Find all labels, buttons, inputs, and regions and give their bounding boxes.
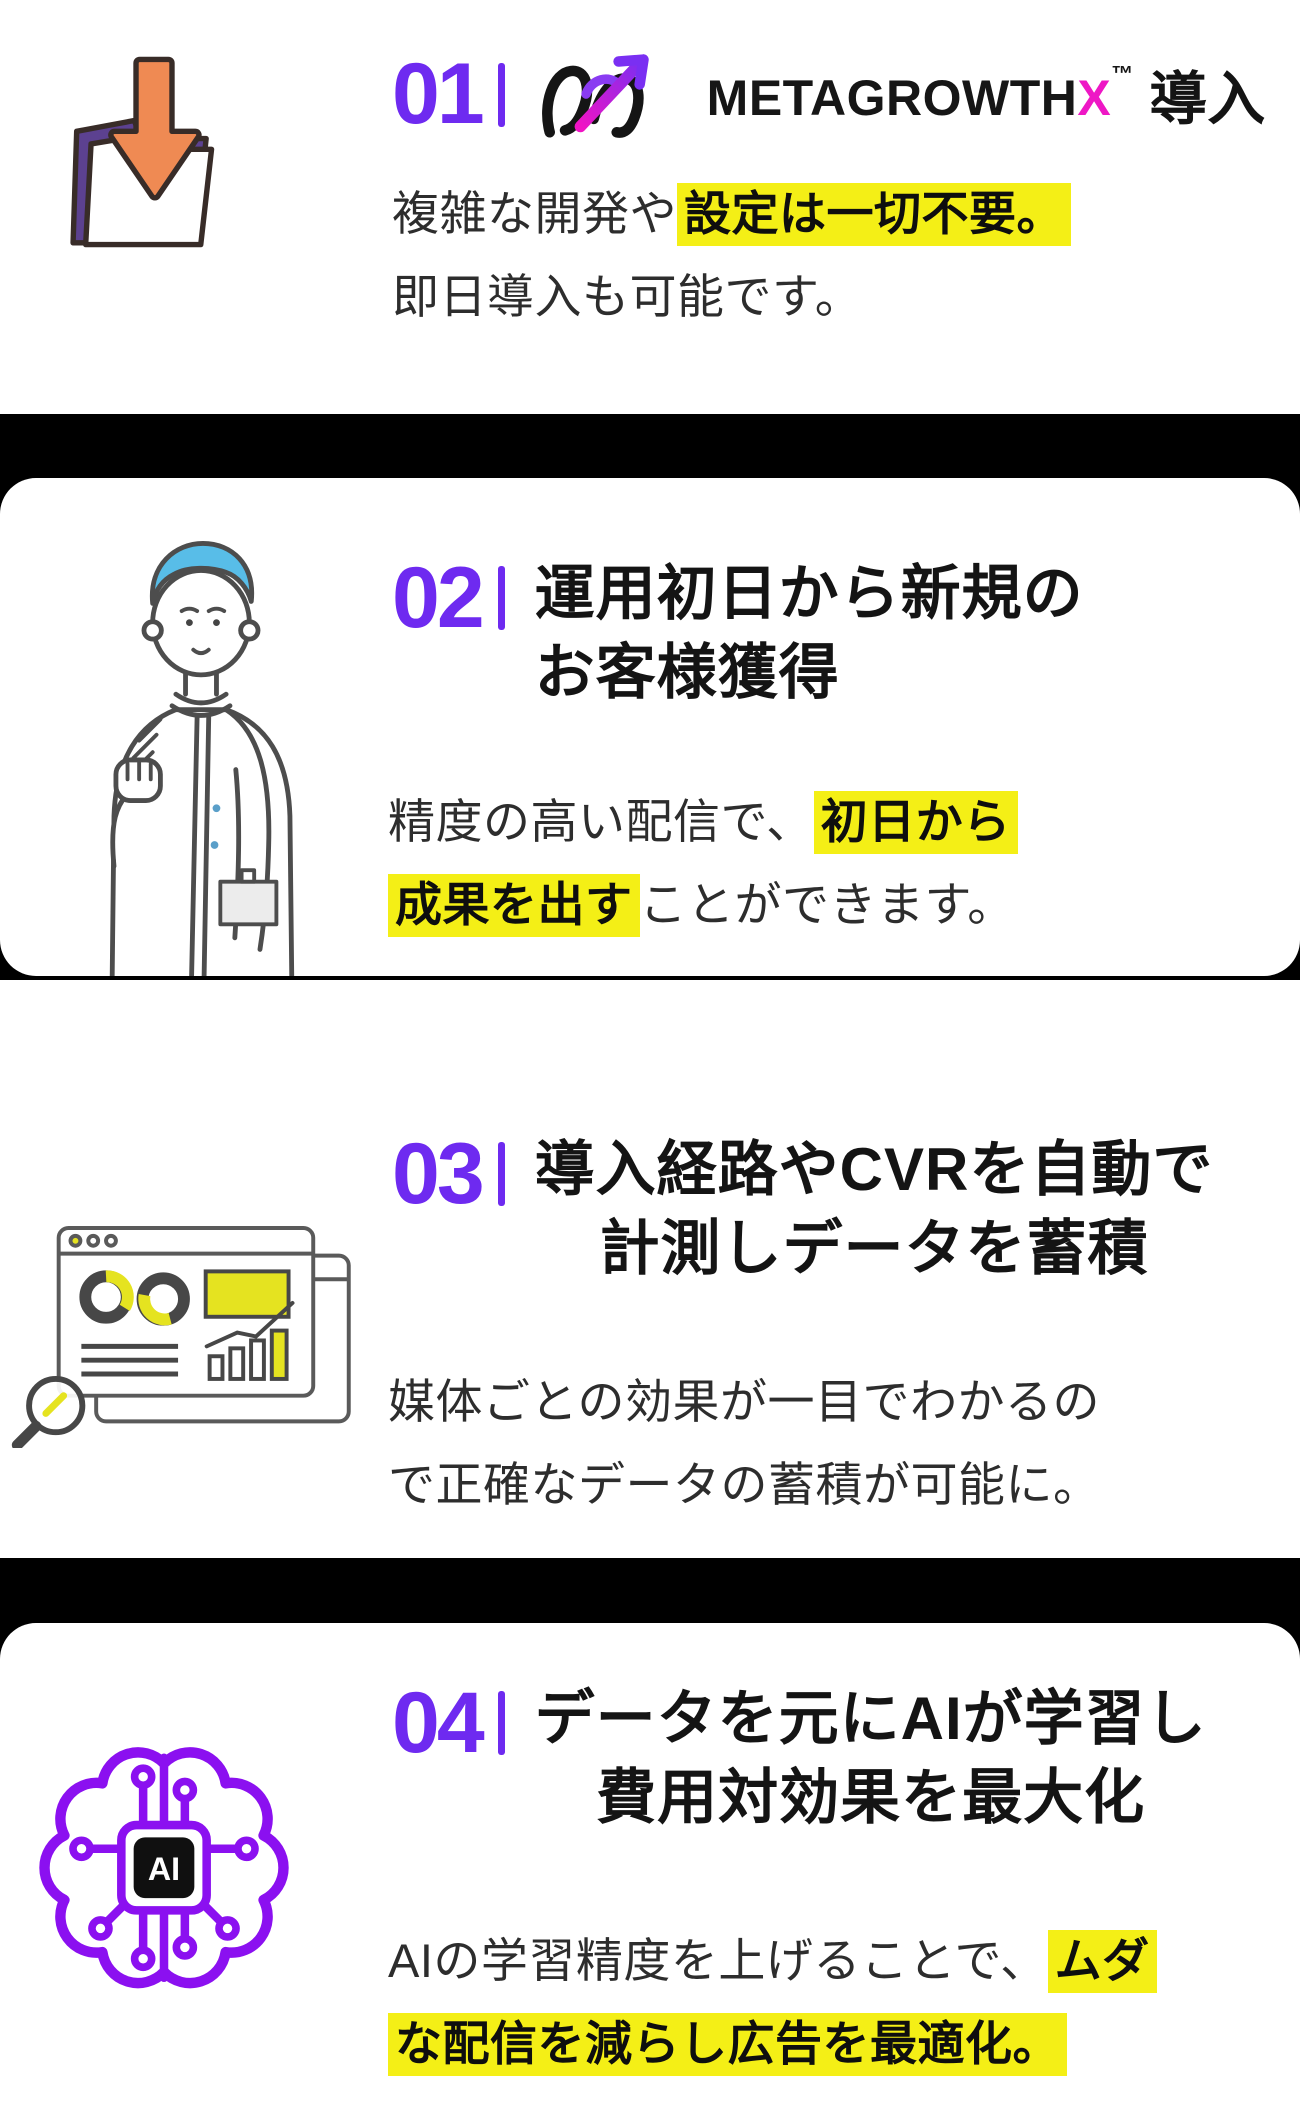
black-band: 02 運用初日から新規の お客様獲得 精度の高い配信で、初日から 成果を出すこと… xyxy=(0,414,1300,980)
step-04-heading: 04 データを元にAIが学習し 費用対効果を最大化 xyxy=(392,1675,1207,1828)
body-line: 複雑な開発や設定は一切不要。 xyxy=(392,183,1071,246)
step-04-body: AIの学習精度を上げることで、ムダ な配信を減らし広告を最適化。 xyxy=(388,1930,1157,2096)
body-line: AIの学習精度を上げることで、ムダ xyxy=(388,1930,1157,1993)
highlighted-text: 設定は一切不要。 xyxy=(677,183,1071,246)
highlighted-text: な配信を減らし広告を最適化。 xyxy=(388,2013,1067,2076)
brand-x: X xyxy=(1077,70,1112,126)
step-03-title: 導入経路やCVRを自動で 計測しデータを蓄積 xyxy=(535,1140,1214,1279)
body-line: 即日導入も可能です。 xyxy=(392,266,1071,328)
title-line: データを元にAIが学習し xyxy=(534,1685,1207,1752)
step-number: 01 xyxy=(392,45,485,142)
divider-bar xyxy=(497,1142,505,1206)
step-02-body: 精度の高い配信で、初日から 成果を出すことができます。 xyxy=(388,791,1018,957)
title-line: 費用対効果を最大化 xyxy=(596,1764,1146,1831)
body-line: 精度の高い配信で、初日から xyxy=(388,791,1018,854)
ai-chip-label: AI xyxy=(148,1851,180,1887)
step-04-title: データを元にAIが学習し 費用対効果を最大化 xyxy=(535,1689,1207,1828)
trademark-symbol: ™ xyxy=(1111,61,1134,86)
body-line: 媒体ごとの効果が一目でわかるの xyxy=(388,1371,1101,1433)
title-line: お客様獲得 xyxy=(534,639,840,706)
step-03-heading: 03 導入経路やCVRを自動で 計測しデータを蓄積 xyxy=(392,1126,1214,1279)
divider-bar xyxy=(497,63,505,127)
dashboard-illustration xyxy=(11,1226,351,1448)
title-line: 計測しデータを蓄積 xyxy=(599,1215,1149,1282)
body-line: な配信を減らし広告を最適化。 xyxy=(388,2013,1157,2076)
highlighted-text: ムダ xyxy=(1047,1930,1157,1993)
step-number: 02 xyxy=(392,550,485,646)
step-02-heading: 02 運用初日から新規の お客様獲得 xyxy=(392,550,1084,703)
step-01-heading: 01 METAGROWTHX™ 導入 xyxy=(392,50,1265,138)
body-segment: 精度の高い配信で、 xyxy=(388,795,814,848)
divider-bar xyxy=(497,566,505,630)
highlighted-text: 成果を出す xyxy=(388,874,640,937)
step-02-card: 02 運用初日から新規の お客様獲得 精度の高い配信で、初日から 成果を出すこと… xyxy=(0,478,1300,976)
body-line: で正確なデータの蓄積が可能に。 xyxy=(388,1454,1101,1516)
step-number: 04 xyxy=(392,1675,485,1771)
ai-brain-icon: AI xyxy=(39,1747,289,1989)
step-01-body: 複雑な開発や設定は一切不要。 即日導入も可能です。 xyxy=(392,183,1071,349)
step-03-section: 03 導入経路やCVRを自動で 計測しデータを蓄積 媒体ごとの効果が一目でわかる… xyxy=(0,980,1300,1558)
body-line: 成果を出すことができます。 xyxy=(388,874,1018,937)
step-04-card: AI 04 データを元にAIが学習し 費用対効果を最大化 AIの学習精度を上げる… xyxy=(0,1623,1300,2122)
title-line: 導入経路やCVRを自動で xyxy=(534,1136,1214,1203)
step-01-section: 01 METAGROWTHX™ 導入 複雑な開発や設定は一切不要。 即日導入も可… xyxy=(0,0,1300,414)
step-01-title: 導入 xyxy=(1149,67,1266,132)
person-illustration xyxy=(109,540,295,976)
title-line: 運用初日から新規の xyxy=(534,560,1084,627)
body-segment: ことができます。 xyxy=(639,878,1015,931)
step-03-body: 媒体ごとの効果が一目でわかるの で正確なデータの蓄積が可能に。 xyxy=(388,1371,1101,1537)
metagrowth-logo-icon xyxy=(541,54,649,138)
body-segment: で正確なデータの蓄積が可能に。 xyxy=(388,1458,1101,1511)
body-segment: 複雑な開発や xyxy=(392,187,677,240)
body-segment: AIの学習精度を上げることで、 xyxy=(388,1934,1048,1987)
step-number: 03 xyxy=(392,1126,485,1222)
black-band: AI 04 データを元にAIが学習し 費用対効果を最大化 AIの学習精度を上げる… xyxy=(0,1558,1300,2122)
body-segment: 媒体ごとの効果が一目でわかるの xyxy=(388,1375,1101,1428)
body-segment: 即日導入も可能です。 xyxy=(392,270,863,323)
brand-wordmark: METAGROWTHX™ xyxy=(707,61,1134,127)
highlighted-text: 初日から xyxy=(813,791,1018,854)
folder-download-icon xyxy=(70,56,215,248)
divider-bar xyxy=(497,1691,505,1755)
step-02-title: 運用初日から新規の お客様獲得 xyxy=(535,564,1084,703)
brand-name: METAGROWTH xyxy=(706,70,1078,126)
